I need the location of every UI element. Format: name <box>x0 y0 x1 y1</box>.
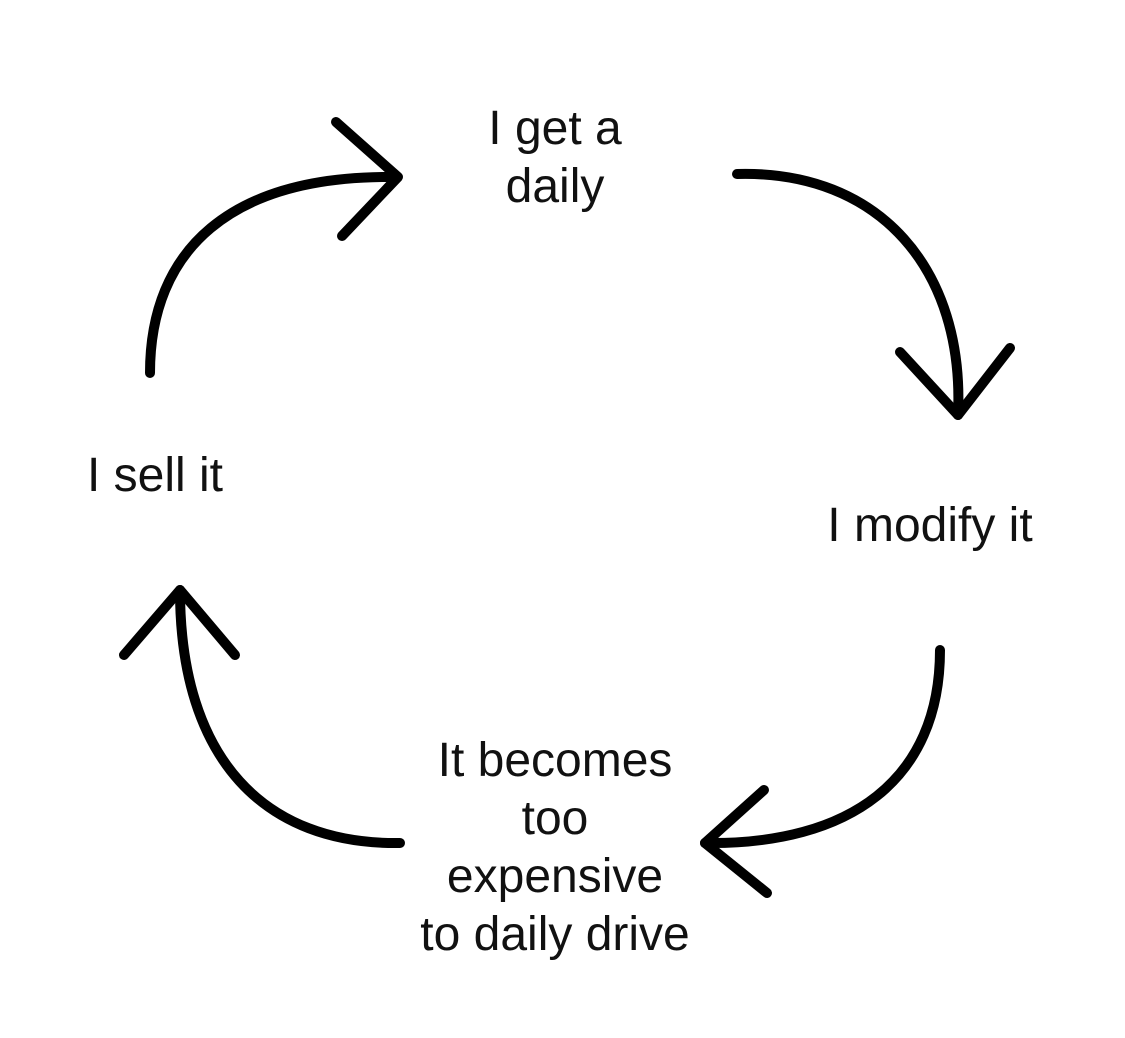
arrow-modify-to-expensive-head <box>700 785 772 898</box>
step-text-line: I sell it <box>86 449 224 502</box>
step-text-line: daily <box>505 160 605 213</box>
step-get-daily: I get a daily <box>420 100 690 216</box>
arrow-sell-to-get-shaft <box>145 171 400 378</box>
step-modify: I modify it <box>780 497 1080 555</box>
arrow-modify-to-expensive-shaft <box>700 645 945 849</box>
step-text-line: It becomes <box>437 734 673 787</box>
step-text-line: I get a <box>488 102 622 155</box>
arrow-expensive-to-sell-head <box>119 585 240 660</box>
arrow-sell-to-get-head <box>331 117 403 241</box>
step-text-line: too <box>521 792 589 845</box>
arrow-get-to-modify-head <box>895 343 1015 420</box>
step-sell: I sell it <box>40 447 270 505</box>
step-text-line: I modify it <box>827 499 1033 552</box>
step-text-line: to daily drive <box>420 908 690 961</box>
arrow-get-to-modify-shaft <box>732 168 964 420</box>
arrow-expensive-to-sell-shaft <box>175 585 405 849</box>
step-too-expensive: It becomes too expensive to daily drive <box>350 732 760 964</box>
step-text-line: expensive <box>446 850 664 903</box>
